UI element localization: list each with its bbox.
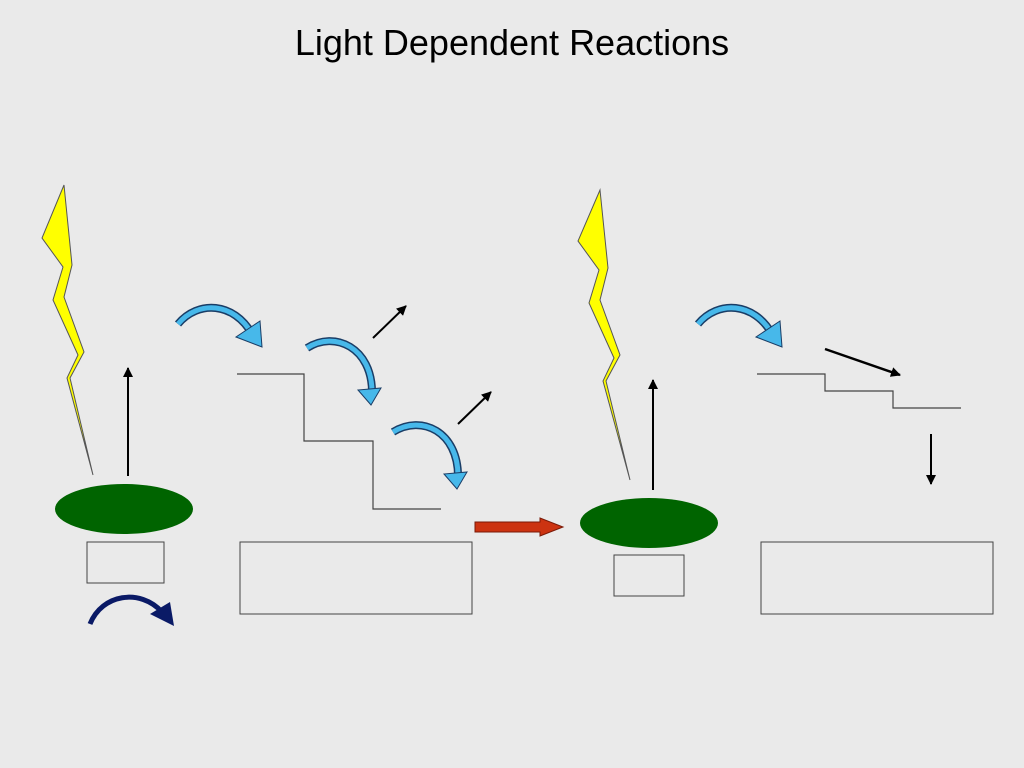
page-title: Light Dependent Reactions (294, 22, 730, 63)
photosystem-i-group (577, 188, 994, 615)
electron-transport-staircase-small (757, 373, 961, 409)
nadp-reduction-label-box (760, 541, 994, 615)
photosystem-ii-label-box (86, 541, 165, 584)
photosystem-ii-group (41, 184, 492, 626)
electron-transfer-arrow-1-icon (174, 303, 263, 348)
energy-release-arrow-1 (372, 305, 407, 339)
electron-transport-staircase (237, 373, 441, 510)
electron-transfer-arrow-3-icon (390, 421, 468, 490)
electron-flow-arrow (824, 347, 901, 377)
photosystem-connector-arrow-icon (474, 517, 565, 537)
photosystem-i-ellipse (580, 498, 718, 548)
electron-transfer-arrow-2-icon (304, 337, 382, 406)
electron-transfer-arrow-4-icon (694, 303, 783, 348)
lightning-bolt-icon (41, 184, 94, 476)
photosystem-i-label-box (613, 554, 685, 597)
electron-transport-label-box (239, 541, 473, 615)
energy-release-arrow-2 (457, 391, 492, 425)
water-split-curved-arrow-icon (87, 594, 174, 626)
photosystem-ii-ellipse (55, 484, 193, 534)
lightning-bolt-icon (577, 188, 631, 481)
